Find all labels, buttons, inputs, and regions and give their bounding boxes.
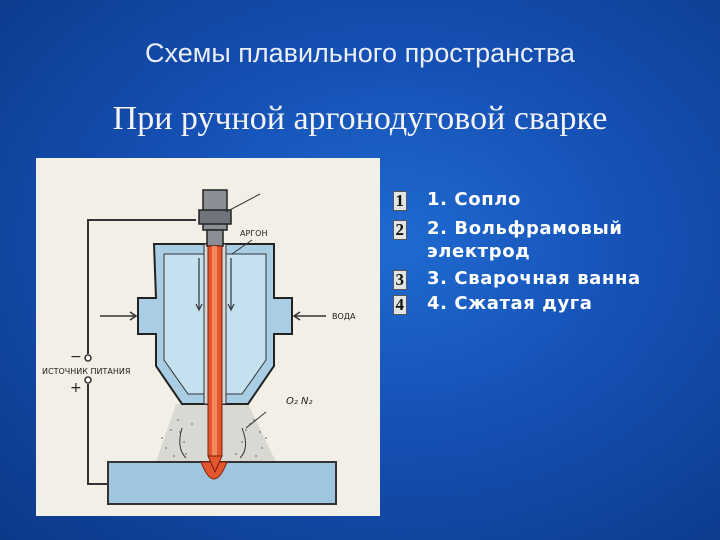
water-label: ВОДА	[332, 312, 356, 321]
circuit-wire-lower	[87, 384, 108, 485]
terminal-plus	[84, 376, 92, 384]
slide-subtitle: При ручной аргонодуговой сварке	[112, 100, 608, 137]
badge-1: 1	[393, 191, 407, 211]
cooling-cavity	[163, 253, 205, 395]
slide-title: Схемы плавильного пространства	[145, 38, 575, 68]
legend-text-weld-pool: 3. Сварочная ванна	[427, 268, 641, 289]
badge-3: 3	[393, 270, 407, 290]
legend-item-weld-pool: 3 3. Сварочная ванна	[393, 267, 713, 290]
legend-text-electrode: 2. Вольфрамовый электрод	[427, 218, 623, 262]
legend-item-nozzle: 1 1. Сопло	[393, 188, 713, 211]
gases-label: O₂ N₂	[286, 396, 313, 407]
circuit-wire	[87, 219, 196, 354]
badge-4: 4	[393, 295, 407, 315]
plus-sign: +	[70, 380, 82, 396]
argon-label: АРГОН	[240, 229, 268, 238]
legend-item-electrode: 2 2. Вольфрамовый электрод	[393, 217, 713, 263]
power-source-label: ИСТОЧНИК ПИТАНИЯ	[42, 367, 130, 376]
legend-list: 1 1. Сопло 2 2. Вольфрамовый электрод 3 …	[393, 188, 713, 315]
legend-item-arc: 4 4. Сжатая дуга	[393, 292, 713, 315]
legend-text-nozzle: 1. Сопло	[427, 189, 521, 210]
welding-torch-diagram: − + ИСТОЧНИК ПИТАНИЯ O₂ N₂	[36, 158, 380, 516]
badge-2: 2	[393, 220, 407, 240]
minus-sign: −	[70, 349, 82, 365]
terminal-minus	[84, 354, 92, 362]
legend-text-arc: 4. Сжатая дуга	[427, 293, 593, 314]
